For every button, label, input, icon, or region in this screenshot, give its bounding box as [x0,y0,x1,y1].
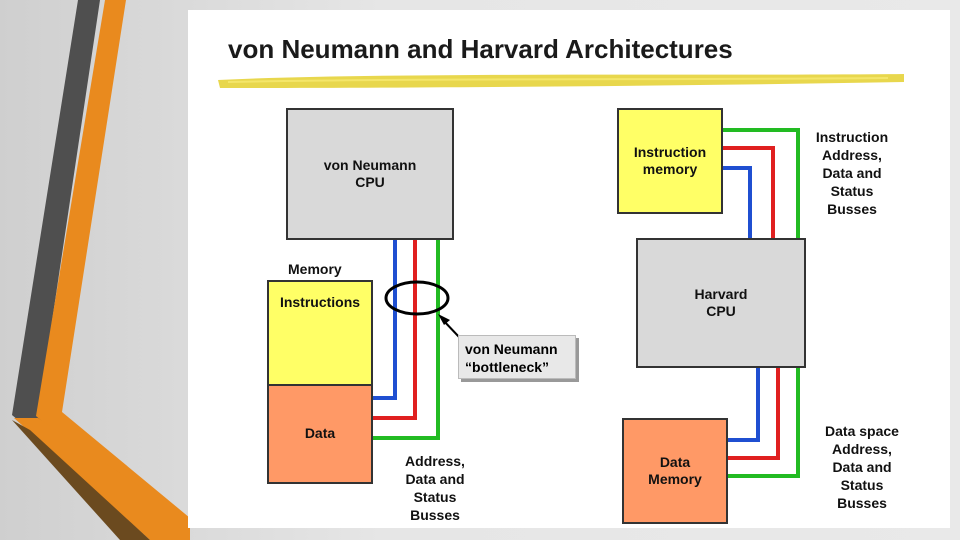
hv-data-bus-label: Data space Address, Data and Status Buss… [825,423,899,511]
data-memory-harvard-box: Data Memory [622,418,728,524]
orange-stripe [36,0,190,540]
instruction-memory-box: Instruction memory [617,108,723,214]
hv-green-data-bus [722,368,800,478]
hv-green-instr-bus [722,128,800,238]
dark-stripe [12,0,190,540]
hv-red-instr-bus [722,146,775,238]
von-neumann-cpu-box: von Neumann CPU [286,108,454,240]
hv-red-data-bus [722,368,780,460]
hv-instruction-bus-label: Instruction Address, Data and Status Bus… [815,129,889,217]
title-underline-highlight [227,77,889,83]
vn-blue-bus [373,238,397,400]
data-memory-box: Data [267,384,373,484]
slide: von Neumann and Harvard Architectures vo… [188,10,950,528]
title-underline [218,74,904,88]
bottom-orange-band [14,418,190,540]
bottleneck-arrowhead [438,314,450,325]
vn-red-bus [373,238,417,420]
slide-title: von Neumann and Harvard Architectures [228,34,733,64]
bottleneck-callout: von Neumann “bottleneck” [458,335,576,379]
memory-label: Memory [288,261,342,277]
diagram-canvas [218,74,904,478]
vn-bus-label: Address, Data and Status Busses [405,453,465,523]
hv-blue-data-bus [722,368,760,442]
bottleneck-ellipse [384,280,450,316]
vn-green-bus [373,238,440,440]
bottom-dark-band [12,420,150,540]
instructions-memory-box: Instructions [267,280,373,386]
harvard-cpu-box: Harvard CPU [636,238,806,368]
hv-blue-instr-bus [722,166,752,238]
